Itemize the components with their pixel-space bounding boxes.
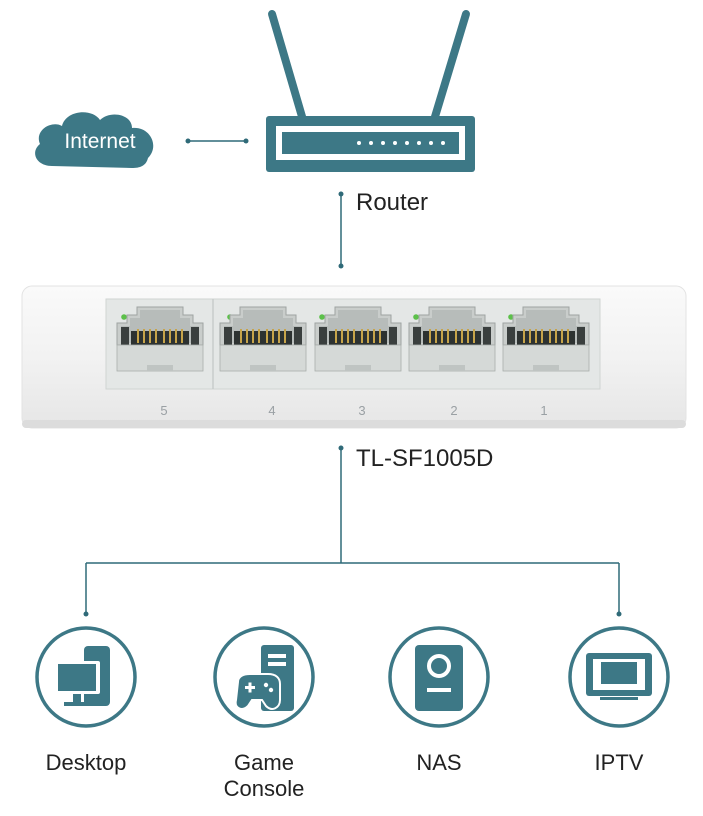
gamepad-icon	[213, 626, 315, 728]
tv-icon	[568, 626, 670, 728]
switch-model-label: TL-SF1005D	[356, 445, 494, 472]
device-label-desktop: Desktop	[45, 750, 127, 775]
port-3	[314, 306, 402, 372]
router-label: Router	[356, 189, 429, 216]
port-number-4: 4	[268, 403, 276, 418]
desktop-icon	[35, 626, 137, 728]
port-2	[408, 306, 496, 372]
nas-icon	[388, 626, 490, 728]
device-label-nas: NAS	[416, 750, 462, 775]
switch-device	[21, 285, 687, 429]
cloud-icon	[35, 112, 154, 168]
port-number-3: 3	[358, 403, 366, 418]
router-icon	[266, 10, 475, 172]
port-number-1: 1	[540, 403, 548, 418]
port-number-2: 2	[450, 403, 458, 418]
port-number-5: 5	[160, 403, 168, 418]
port-4	[219, 306, 307, 372]
device-label-iptv: IPTV	[594, 750, 644, 775]
port-5	[116, 306, 204, 372]
device-label-game-console: Game Console	[223, 750, 305, 801]
internet-label: Internet	[64, 130, 136, 153]
port-1	[502, 306, 590, 372]
